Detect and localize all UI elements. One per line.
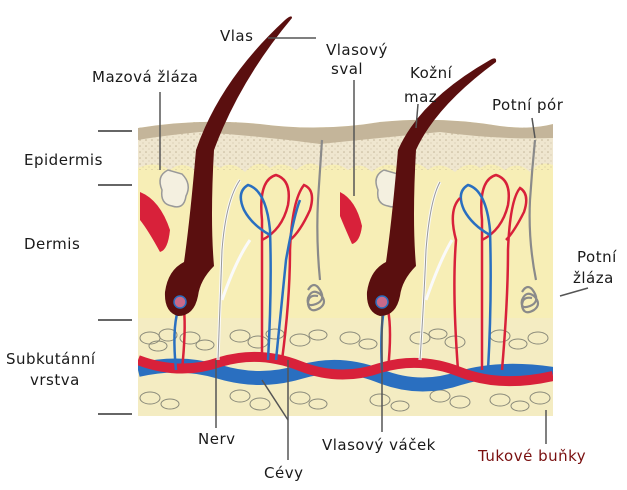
sebaceous-gland-left: [160, 170, 188, 207]
label-vlas: Vlas: [220, 27, 253, 46]
layer-tick-marks: [98, 131, 132, 414]
label-vlasovy-sval-line2: sval: [331, 60, 363, 79]
label-cevy: Cévy: [264, 464, 303, 483]
label-subkutanni-line1: Subkutánní: [6, 350, 96, 369]
label-potni-zlaza-line2: žláza: [573, 269, 614, 288]
label-vlasovy-sval-line1: Vlasový: [326, 41, 388, 60]
label-nerv: Nerv: [198, 430, 236, 449]
label-vlasovy-vacek: Vlasový váček: [322, 436, 436, 455]
label-kozni-maz-line1: Kožní: [410, 64, 452, 83]
label-mazova-zlaza: Mazová žláza: [92, 68, 198, 87]
label-subkutanni-line2: vrstva: [30, 371, 80, 390]
label-potni-por: Potní pór: [492, 96, 563, 115]
label-dermis: Dermis: [24, 235, 80, 254]
label-epidermis: Epidermis: [24, 151, 103, 170]
label-potni-zlaza-line1: Potní: [577, 248, 617, 267]
label-kozni-maz-line2: maz: [404, 88, 437, 107]
label-tukove-bunky: Tukové buňky: [478, 447, 586, 466]
